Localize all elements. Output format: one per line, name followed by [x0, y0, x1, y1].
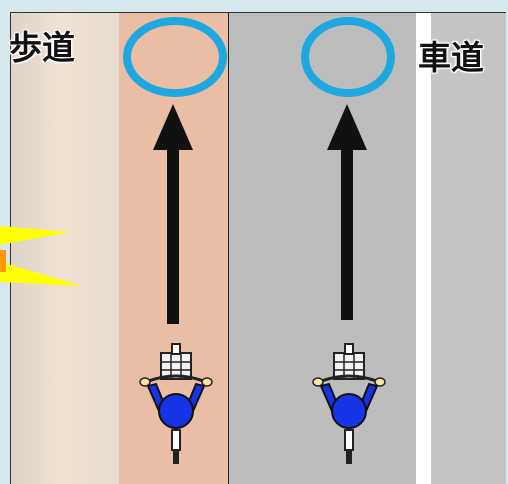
roadway-right-area: [431, 13, 506, 484]
warning-rays-icon: [0, 226, 82, 286]
target-circle-roadway-icon: [301, 17, 395, 97]
sidewalk-label: 歩道: [9, 28, 75, 67]
sidewalk-roadway-divider: [228, 12, 229, 484]
lane-line: [416, 13, 431, 484]
arrow-up-sidewalk-icon: [153, 104, 193, 324]
cyclist-sidewalk-icon: [139, 343, 213, 464]
arrow-up-roadway-icon: [327, 104, 367, 320]
cyclist-roadway-icon: [312, 343, 386, 464]
roadway-label: 車道: [418, 38, 484, 77]
target-circle-sidewalk-icon: [123, 17, 227, 97]
sidewalk-area: [11, 13, 119, 484]
